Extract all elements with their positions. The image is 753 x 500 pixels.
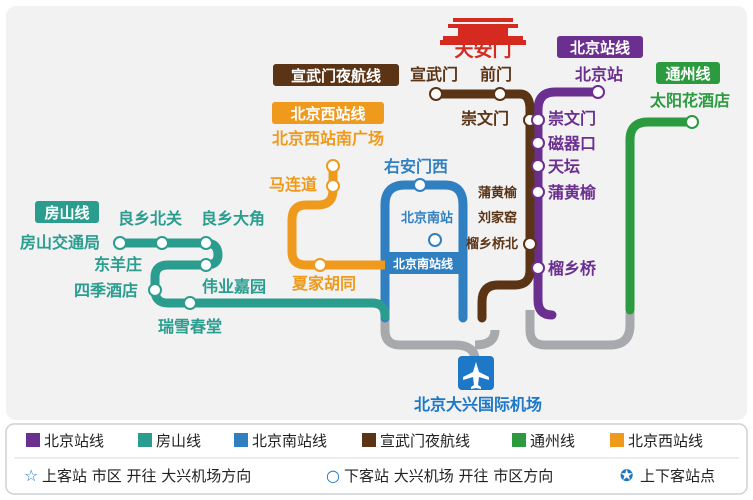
stop-marker-ruixue-chuntang[interactable] <box>183 296 197 310</box>
stop-marker-youanmenxi[interactable] <box>413 178 427 192</box>
station-label-siji-hotel: 四季酒店 <box>74 281 138 300</box>
station-label-beijingxi-square: 北京西站南广场 <box>272 129 384 148</box>
station-label-malian-dao: 马连道 <box>269 175 317 194</box>
station-label-airport: 北京大兴国际机场 <box>414 395 542 414</box>
trunk-road-south <box>380 318 480 361</box>
station-label-liujiayao: 刘家窑 <box>478 210 517 226</box>
line-badge-tongzhou-text: 通州线 <box>665 65 710 83</box>
legend-swatch-beijing-south <box>234 433 248 447</box>
route-line-beijing-west <box>287 161 390 270</box>
line-badge-beijing-station-text: 北京站线 <box>570 39 630 57</box>
line-badge-beijing-west <box>272 102 384 124</box>
dropoff-circle-icon: ○ <box>326 466 340 485</box>
stop-marker-tiantan[interactable] <box>531 159 545 173</box>
line-badge-fangshan-text: 房山线 <box>44 204 89 222</box>
stop-marker-qianmen[interactable] <box>493 87 507 101</box>
legend-panel <box>5 423 748 495</box>
line-badge-fangshan <box>35 201 99 223</box>
station-label-liuxiangqiaobei: 榴乡桥北 <box>466 236 518 252</box>
station-label-liuxiangqiao: 榴乡桥 <box>548 259 597 278</box>
stop-marker-beijingxi-square[interactable] <box>326 159 340 173</box>
pickup-star-icon: ☆ <box>24 466 38 485</box>
station-label-ciqikou: 磁器口 <box>548 134 596 153</box>
station-label-fangshan-jiaotong: 房山交通局 <box>20 233 100 252</box>
line-badge-beijing-south <box>385 252 461 274</box>
station-label-liangxiang-dajiao: 良乡大角 <box>201 209 265 228</box>
station-label-puhuangyu-a: 蒲黄榆 <box>478 185 518 201</box>
tiananmen-icon <box>440 18 526 45</box>
both-star-circle-icon: ✪ <box>620 466 633 485</box>
station-label-tiananmen: 天安门 <box>454 38 511 61</box>
legend-swatch-tongzhou <box>512 433 526 447</box>
legend-label-tongzhou: 通州线 <box>530 432 575 450</box>
stop-marker-puhuangyu[interactable] <box>531 185 545 199</box>
stop-marker-chongwenmen-b[interactable] <box>531 113 545 127</box>
legend-both-text: 上下客站点 <box>640 467 715 485</box>
line-badge-xuanwumen-night-text: 宣武门夜航线 <box>291 67 381 85</box>
line-badge-beijing-station <box>557 36 643 58</box>
station-label-xuanwumen: 宣武门 <box>410 65 458 84</box>
station-label-taiyanghua: 太阳花酒店 <box>649 91 730 110</box>
stop-marker-xiajiahutong[interactable] <box>313 258 327 272</box>
legend-dropoff-text: 下客站 大兴机场 开往 市区方向 <box>344 467 553 485</box>
stop-marker-beijingzhan[interactable] <box>591 85 605 99</box>
line-badge-xuanwumen-night <box>273 64 399 86</box>
station-label-xiajiahutong: 夏家胡同 <box>291 274 356 293</box>
route-line-xuanwumen-night <box>431 89 535 323</box>
route-line-beijing-station <box>533 87 603 320</box>
trunk-road-east <box>525 310 635 350</box>
legend-label-beijing-west: 北京西站线 <box>628 432 703 450</box>
route-line-tongzhou <box>625 117 697 315</box>
stop-marker-liangxiang-dajiao[interactable] <box>199 236 213 250</box>
legend-swatch-beijing-west <box>610 433 624 447</box>
line-badge-beijing-west-text: 北京西站线 <box>290 105 365 123</box>
legend-label-xuanwumen-night: 宣武门夜航线 <box>380 432 470 450</box>
station-label-beijingnan-a: 北京南站 <box>401 210 453 226</box>
airplane-icon <box>458 356 494 390</box>
stop-marker-liuxiangqiaobei[interactable] <box>523 237 537 251</box>
stop-marker-beijingnan[interactable] <box>428 233 442 247</box>
station-label-ruixue-chuntang: 瑞雪春堂 <box>158 317 222 336</box>
legend-pickup-text: 上客站 市区 开往 大兴机场方向 <box>42 467 251 485</box>
route-line-fangshan <box>115 238 390 321</box>
station-label-qianmen: 前门 <box>480 65 512 84</box>
station-label-dongyangzhuang: 东羊庄 <box>94 255 142 274</box>
station-label-chongwenmen-a: 崇文门 <box>461 109 509 128</box>
station-label-beijingnan-b: 北京南站线 <box>393 256 453 271</box>
legend-swatch-beijing-station <box>26 433 40 447</box>
station-label-puhuangyu-b: 蒲黄榆 <box>548 183 597 202</box>
station-label-chongwenmen-b: 崇文门 <box>548 109 596 128</box>
legend-label-beijing-station: 北京站线 <box>44 432 104 450</box>
stop-marker-dongyangzhuang[interactable] <box>199 258 213 272</box>
station-label-youanmenxi: 右安门西 <box>384 157 448 176</box>
legend-label-fangshan: 房山线 <box>156 432 201 450</box>
stop-marker-malian-dao[interactable] <box>326 179 340 193</box>
legend-swatch-fangshan <box>138 433 152 447</box>
stop-marker-ciqikou[interactable] <box>531 136 545 150</box>
line-badge-tongzhou <box>656 62 720 84</box>
stop-marker-fangshan-jiaotong[interactable] <box>113 236 127 250</box>
legend-label-beijing-south: 北京南站线 <box>252 432 327 450</box>
station-label-weiye-jiayuan: 伟业嘉园 <box>202 277 266 296</box>
legend-swatch-xuanwumen-night <box>362 433 376 447</box>
stop-marker-taiyanghua[interactable] <box>685 115 699 129</box>
stop-marker-siji-hotel[interactable] <box>148 283 162 297</box>
station-label-tiantan: 天坛 <box>548 157 580 176</box>
stop-marker-xuanwumen[interactable] <box>429 87 443 101</box>
stop-marker-liuxiangqiao[interactable] <box>531 261 545 275</box>
stop-marker-liangxiang-beiguan[interactable] <box>155 236 169 250</box>
trunk-road-join <box>474 329 500 350</box>
map-background <box>6 6 747 420</box>
station-label-beijingzhan: 北京站 <box>575 65 623 84</box>
station-label-liangxiang-beiguan: 良乡北关 <box>118 209 182 228</box>
